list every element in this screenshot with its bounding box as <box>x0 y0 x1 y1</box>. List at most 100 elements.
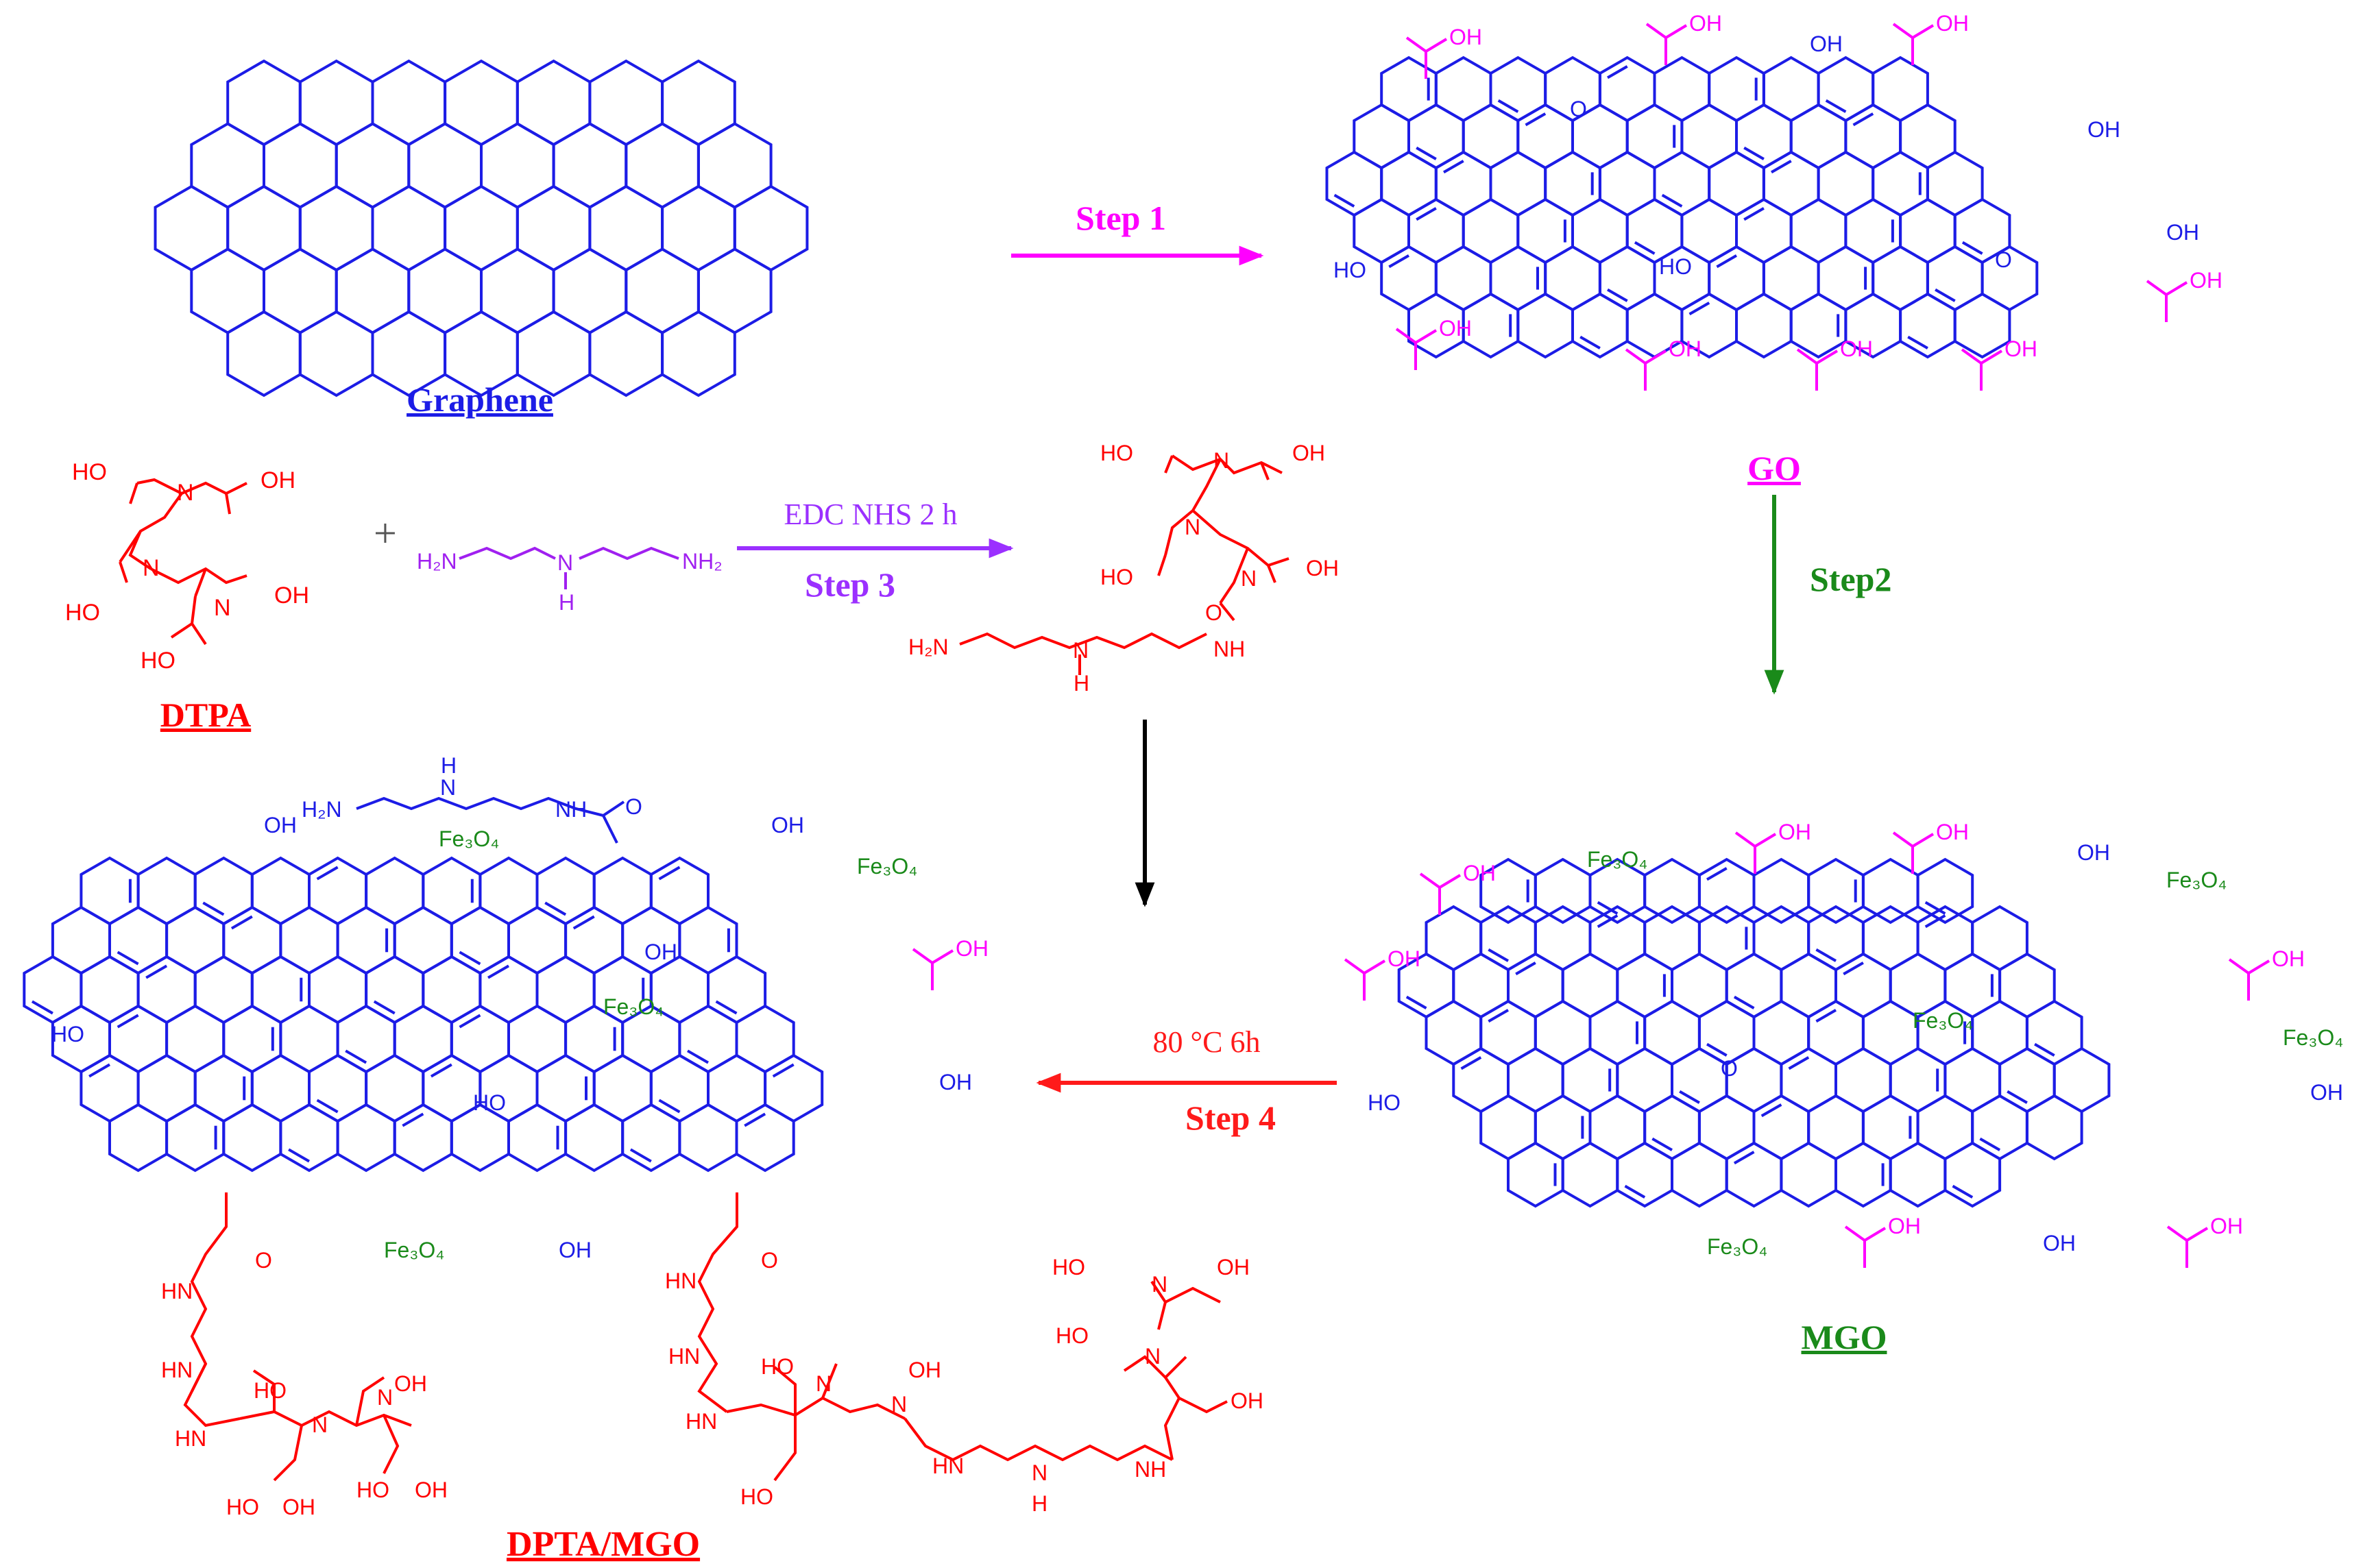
hexagon-ring <box>535 955 596 1025</box>
mgo-label: MGO <box>1802 1318 1887 1356</box>
hexagon-ring <box>190 122 265 209</box>
svg-text:NH: NH <box>1135 1457 1166 1482</box>
carboxyl-oh-text: OH <box>2004 336 2037 361</box>
mgo-sheet <box>1397 857 2111 1208</box>
double-bond <box>1607 65 1628 79</box>
double-bond <box>1961 241 1983 255</box>
hexagon-ring <box>80 955 140 1025</box>
hydroxyl-text: HO <box>1368 1090 1401 1115</box>
hexagon-ring <box>308 955 368 1025</box>
step2-arrow: Step2 <box>1764 495 1891 695</box>
step1-arrow: Step 1 <box>1011 199 1264 266</box>
carboxyl-group <box>1645 23 1688 65</box>
hexagon-ring <box>298 310 374 397</box>
double-bond <box>2007 1090 2028 1104</box>
hexagon-ring <box>298 59 374 147</box>
hexagon-ring <box>226 310 302 397</box>
product-chain-right <box>697 1192 1228 1482</box>
double-bond <box>1706 867 1728 881</box>
fe3o4-text: Fe₃O₄ <box>1707 1234 1767 1259</box>
hexagon-ring <box>1752 857 1810 924</box>
double-bond <box>430 1063 452 1078</box>
double-bond <box>1634 241 1656 255</box>
double-bond <box>744 1112 766 1127</box>
product-label: DPTA/MGO <box>507 1525 700 1564</box>
hexagon-ring <box>335 122 411 209</box>
svg-text:O: O <box>1205 600 1222 625</box>
double-bond <box>1716 254 1737 269</box>
hexagon-ring <box>1534 857 1592 924</box>
carboxyl-group <box>1405 36 1448 79</box>
svg-text:H: H <box>441 753 457 778</box>
hexagon-ring <box>2052 1046 2111 1114</box>
double-bond <box>1488 1009 1509 1023</box>
double-bond <box>1924 914 1946 929</box>
double-bond <box>402 1112 424 1127</box>
hydroxyl-text: OH <box>264 813 297 837</box>
hexagon-ring <box>250 1053 311 1123</box>
svg-text:H: H <box>1032 1491 1047 1516</box>
double-bond <box>459 1014 481 1029</box>
svg-text:N: N <box>1145 1344 1161 1369</box>
svg-text:H₂N: H₂N <box>908 635 949 659</box>
svg-text:H₂N: H₂N <box>417 549 457 574</box>
hexagon-ring <box>1671 1141 1728 1208</box>
hexagon-ring <box>298 184 374 272</box>
hexagon-ring <box>365 856 425 926</box>
double-bond <box>1607 288 1628 302</box>
step4-label: Step 4 <box>1185 1099 1276 1137</box>
carboxyl-group <box>1961 348 2003 391</box>
double-bond <box>1460 1056 1482 1070</box>
carboxyl-oh-text: OH <box>1463 861 1496 885</box>
carboxyl-oh-text: OH <box>1936 820 1969 844</box>
double-bond <box>1843 961 1864 976</box>
fe3o4-text: Fe₃O₄ <box>857 854 917 879</box>
hydroxyl-text: OH <box>2166 220 2199 245</box>
double-bond <box>345 1049 367 1064</box>
go-label: GO <box>1747 449 1801 487</box>
hexagon-ring <box>507 905 568 975</box>
hexagon-ring <box>108 1103 169 1173</box>
svg-text:N: N <box>177 480 194 506</box>
hydroxyl-text: OH <box>2043 1231 2076 1255</box>
carboxyl-oh-text: OH <box>956 936 989 961</box>
hexagon-ring <box>678 1103 738 1173</box>
hexagon-ring <box>592 856 653 926</box>
carboxyl-oh-text: OH <box>2210 1214 2243 1238</box>
hexagon-ring <box>697 122 773 209</box>
hexagon-ring <box>707 1053 767 1123</box>
hexagon-ring <box>393 905 453 975</box>
double-bond <box>288 1148 311 1163</box>
double-bond <box>1706 1042 1728 1057</box>
svg-text:N: N <box>440 775 456 800</box>
hexagon-ring <box>165 1004 226 1074</box>
double-bond <box>145 964 168 979</box>
svg-text:HO: HO <box>761 1354 794 1379</box>
double-bond <box>1679 1090 1700 1104</box>
step2-label: Step2 <box>1810 560 1891 598</box>
svg-text:N: N <box>1073 638 1089 663</box>
hexagon-ring <box>250 856 311 926</box>
svg-text:N: N <box>1152 1272 1167 1297</box>
epoxide-text: O <box>1995 247 2012 272</box>
svg-text:NH: NH <box>1213 637 1245 661</box>
hexagon-ring <box>407 247 483 334</box>
product-top-chain <box>356 796 625 844</box>
hexagon-ring <box>735 1004 795 1074</box>
svg-text:HO: HO <box>740 1484 773 1509</box>
step3-label: Step 3 <box>805 565 895 604</box>
carboxyl-group <box>1734 831 1777 874</box>
svg-text:NH₂: NH₂ <box>682 549 723 574</box>
epoxide-text: O <box>1721 1056 1738 1081</box>
hexagon-ring <box>444 59 519 147</box>
svg-text:N: N <box>214 595 231 621</box>
hexagon-ring <box>697 247 773 334</box>
double-bond <box>487 964 509 979</box>
hexagon-ring <box>336 1103 396 1173</box>
carboxyl-oh-text: OH <box>1888 1214 1921 1238</box>
hexagon-ring <box>371 184 447 272</box>
svg-text:OH: OH <box>415 1478 448 1502</box>
step1-label: Step 1 <box>1076 199 1166 237</box>
hexagon-ring <box>279 905 339 975</box>
